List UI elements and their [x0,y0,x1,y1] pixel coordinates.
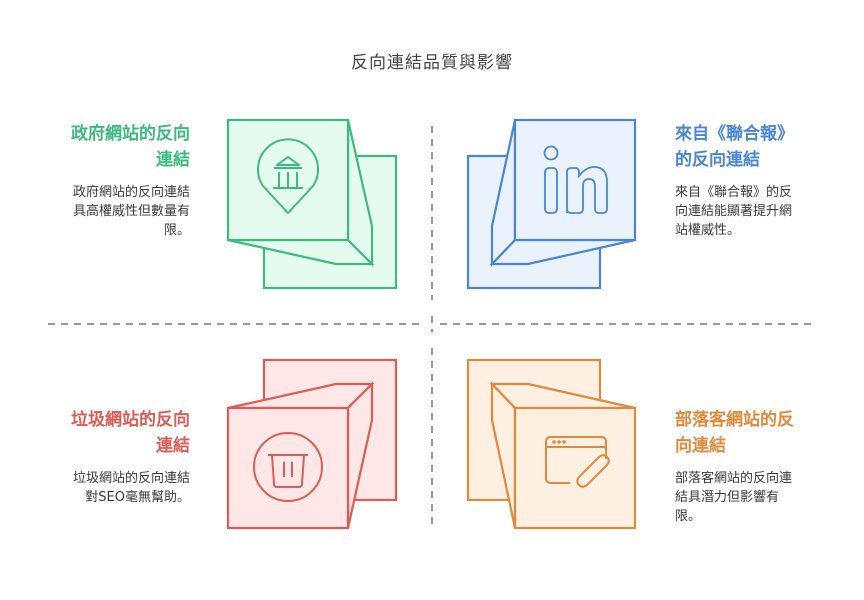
spam-heading: 垃圾網站的反向 連結 [71,410,190,456]
spam-cube [226,358,398,530]
trash-bin-icon [253,432,323,502]
blog-description: 部落客網站的反向連 結具潛力但影響有 限。 [675,471,793,524]
government-building-pin-icon [257,138,319,214]
linkedin-icon [543,145,608,214]
government-cube [226,118,398,290]
browser-link-icon [545,436,610,488]
udn-cube [466,118,637,290]
page-title: 反向連結品質與影響 [351,53,513,73]
quadrant-dividers [48,126,816,524]
blog-cube [466,358,637,530]
udn-heading: 來自《聯合報》 的反向連結 [675,124,794,170]
spam-description: 垃圾網站的反向連結 對SEO毫無幫助。 [72,471,190,505]
blog-heading: 部落客網站的反 向連結 [675,410,794,456]
government-heading: 政府網站的反向 連結 [71,124,190,170]
government-description: 政府網站的反向連結 具高權威性但數量有 限。 [72,185,190,238]
udn-description: 來自《聯合報》的反 向連結能顯著提升網 站權威性。 [675,185,793,238]
